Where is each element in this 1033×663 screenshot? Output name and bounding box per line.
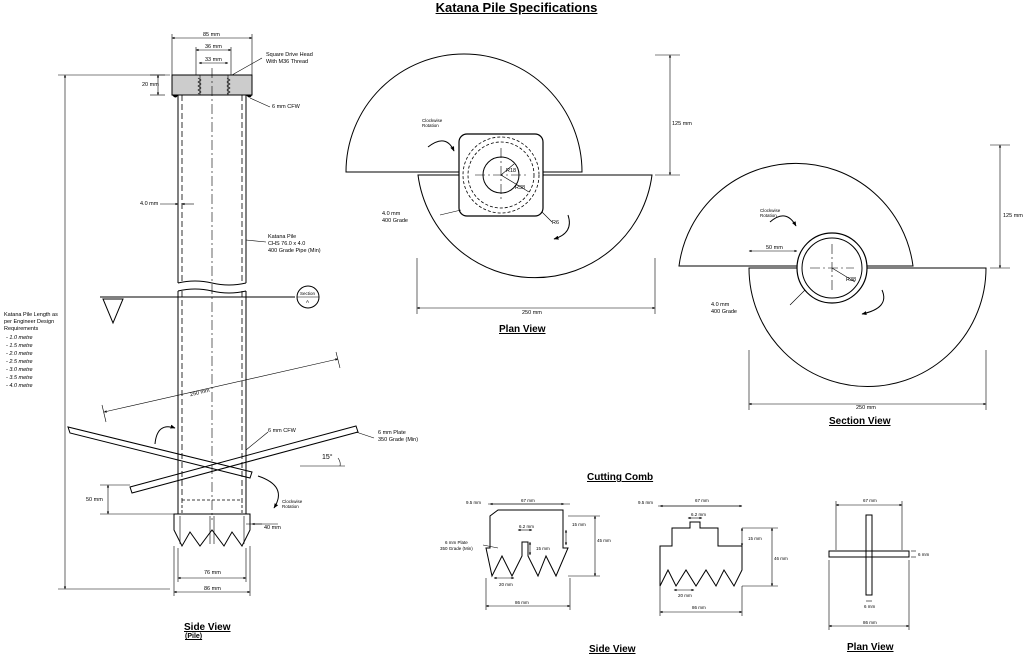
- rotation-label-1: Clockwise: [282, 499, 303, 504]
- comb-a-plate-2: 350 Grade (Min): [440, 546, 473, 551]
- dim-40: 40 mm: [264, 525, 281, 531]
- plan-thickness-1: 4.0 mm: [382, 211, 401, 217]
- dim-4: 4.0 mm: [140, 201, 159, 207]
- comb-a-dim-20: 20 mm: [499, 582, 513, 587]
- dim-36: 36 mm: [205, 44, 222, 50]
- comb-a-dim-9-5: 9.5 mm: [466, 500, 482, 505]
- pile-length-option: - 2.5 metre: [6, 359, 33, 365]
- dim-76: 76 mm: [204, 570, 221, 576]
- pile-length-option: - 3.5 metre: [6, 375, 33, 381]
- comb-a-dim-15: 15 mm: [572, 522, 586, 527]
- rotation-label-2: Rotation: [282, 504, 299, 509]
- cutting-comb-title: Cutting Comb: [587, 472, 654, 483]
- comb-b-dim-20: 20 mm: [678, 593, 692, 598]
- side-view-pile: [58, 34, 375, 596]
- plan-r6: R6: [552, 220, 560, 226]
- pile-length-label-1: Katana Pile Length as: [4, 312, 58, 318]
- plate-label-1: 6 mm Plate: [378, 430, 406, 436]
- pile-length-option: - 4.0 metre: [6, 383, 33, 389]
- side-view-subtitle: (Pile): [185, 633, 203, 640]
- pile-length-label-3: Requirements: [4, 326, 39, 332]
- dim-50: 50 mm: [86, 497, 103, 503]
- plan-rotation-label-2: Rotation: [422, 123, 439, 128]
- plan-view-drawing: [345, 53, 680, 314]
- comb-plan-dim-6a: 6 mm: [918, 552, 930, 557]
- plan-dim-125: 125 mm: [672, 121, 692, 127]
- section-dim-250: 250 mm: [856, 405, 876, 411]
- comb-b-dim-6-2: 6.2 mm: [691, 512, 707, 517]
- comb-a-dim-86: 86 mm: [515, 600, 529, 605]
- plan-r18: R18: [506, 168, 517, 174]
- pile-length-label-2: per Engineer Design: [4, 319, 55, 325]
- comb-b-dim-9-5: 9.5 mm: [638, 500, 654, 505]
- comb-a-dim-6-2: 6.2 mm: [519, 524, 535, 529]
- comb-plan-dim-86: 86 mm: [863, 620, 877, 625]
- section-marker-letter: A: [306, 299, 310, 304]
- cfw-mid-label: 6 mm CFW: [268, 428, 296, 434]
- section-dim-50: 50 mm: [766, 245, 783, 251]
- cutting-comb-side-a: [482, 502, 600, 610]
- pile-label-1: Katana Pile: [268, 234, 297, 240]
- plan-thickness-2: 400 Grade: [382, 218, 408, 224]
- dim-33: 33 mm: [205, 57, 222, 63]
- pile-label-3: 400 Grade Pipe (Min): [268, 248, 321, 254]
- comb-plan-view-title: Plan View: [847, 642, 894, 653]
- section-thickness-2: 400 Grade: [711, 309, 737, 315]
- comb-b-dim-86: 86 mm: [692, 605, 706, 610]
- comb-b-dim-46: 46 mm: [774, 556, 788, 561]
- cutting-comb-side-b: [658, 504, 778, 616]
- dim-20: 20 mm: [142, 82, 159, 88]
- dim-85: 85 mm: [203, 32, 220, 38]
- pile-length-option: - 2.0 metre: [6, 351, 33, 357]
- dim-86: 86 mm: [204, 586, 221, 592]
- drive-head-label-2: With M36 Thread: [266, 59, 309, 65]
- comb-a-dim-67: 67 mm: [521, 498, 535, 503]
- side-view-title: Side View: [184, 622, 231, 633]
- comb-plan-dim-67: 67 mm: [863, 498, 877, 503]
- plan-r38: R38: [515, 185, 526, 191]
- plan-view-title: Plan View: [499, 324, 546, 335]
- page-title: Katana Pile Specifications: [435, 0, 598, 15]
- comb-b-dim-67: 67 mm: [695, 498, 709, 503]
- section-rotation-label-1: Clockwise: [760, 208, 781, 213]
- section-rotation-label-2: Rotation: [760, 213, 777, 218]
- comb-a-dim-45: 45 mm: [597, 538, 611, 543]
- comb-b-dim-15: 15 mm: [748, 536, 762, 541]
- comb-side-view-title: Side View: [589, 644, 636, 655]
- cfw-top-label: 6 mm CFW: [272, 104, 300, 110]
- section-r38: R38: [846, 277, 857, 283]
- comb-a-dim-15b: 15 mm: [536, 546, 550, 551]
- drive-head-label-1: Square Drive Head: [266, 52, 313, 58]
- section-dim-125: 125 mm: [1003, 213, 1023, 219]
- plan-dim-250: 250 mm: [522, 310, 542, 316]
- section-marker-label: Section: [300, 291, 316, 296]
- pile-length-option: - 1.5 metre: [6, 343, 33, 349]
- pile-label-2: CHS 76.0 x 4.0: [268, 241, 306, 247]
- pile-length-option: - 1.0 metre: [6, 335, 33, 341]
- comb-a-plate-1: 6 mm Plate: [445, 540, 468, 545]
- plate-label-2: 350 Grade (Min): [378, 437, 419, 443]
- comb-plan-dim-6b: 6 mm: [864, 604, 876, 609]
- plan-rotation-label-1: Clockwise: [422, 118, 443, 123]
- section-thickness-1: 4.0 mm: [711, 302, 730, 308]
- section-view-drawing: [678, 144, 1010, 410]
- cutting-comb-plan: [828, 501, 916, 630]
- angle-label: 15°: [322, 454, 333, 461]
- pile-length-option: - 3.0 metre: [6, 367, 33, 373]
- section-view-title: Section View: [829, 416, 891, 427]
